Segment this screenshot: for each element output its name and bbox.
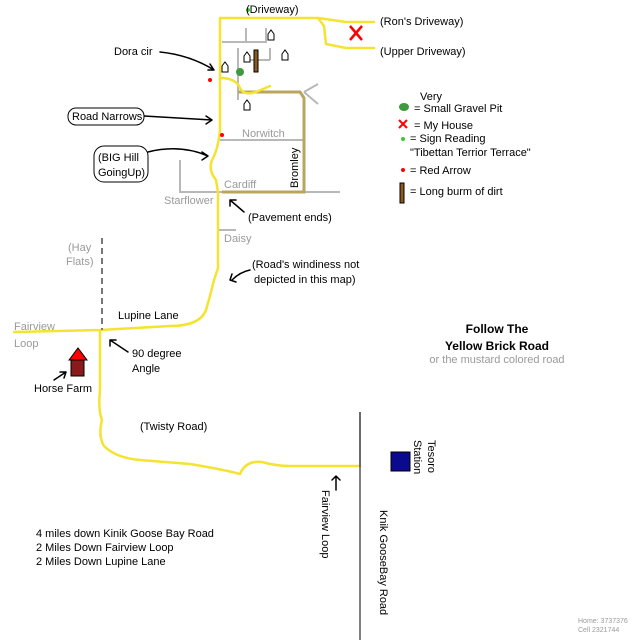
callout-arrows xyxy=(53,51,341,491)
legend-burm: = Long burm of dirt xyxy=(410,186,503,198)
label-dora-cir: Dora cir xyxy=(114,46,153,58)
label-windiness-1: (Road's windiness not xyxy=(252,259,359,271)
driveway-road xyxy=(218,16,376,50)
dora-cir-loop xyxy=(218,76,272,95)
yellow-brick-road xyxy=(12,16,376,476)
main-yellow-road xyxy=(12,16,222,334)
label-norwitch: Norwitch xyxy=(242,128,285,140)
big-hill-bubble xyxy=(93,145,149,183)
footer-home: Home: 3737376 xyxy=(578,618,628,625)
legend-very: Very xyxy=(420,91,443,103)
arrow-fairview-loop xyxy=(331,475,341,491)
arrow-pavement-ends xyxy=(229,199,245,213)
arrow-dora-cir xyxy=(159,51,215,71)
label-tesoro-2: Station xyxy=(411,440,423,474)
label-fairview-1: Fairview xyxy=(14,321,55,333)
label-daisy: Daisy xyxy=(224,233,252,245)
rons-driveway-road xyxy=(316,16,376,24)
arrow-90-degree xyxy=(109,339,129,353)
arrow-big-hill xyxy=(147,148,209,161)
footer-cell: Cell 2321744 xyxy=(578,627,619,634)
road-upper-right xyxy=(303,83,319,105)
legend-burm-icon xyxy=(399,182,405,204)
legend-gravel-pit-icon xyxy=(399,103,409,111)
label-90-degree-1: 90 degree xyxy=(132,348,182,360)
twisty-road xyxy=(98,330,362,476)
direction-1: 4 miles down Kinik Goose Bay Road xyxy=(36,528,214,540)
map-labels: (Driveway) (Ron's Driveway) (Upper Drive… xyxy=(14,4,466,615)
legend-sign-icon xyxy=(401,137,405,141)
label-upper-driveway: (Upper Driveway) xyxy=(380,46,466,58)
legend-sign-2: "Tibettan Terrior Terrace" xyxy=(410,147,531,159)
label-fairview-2: Loop xyxy=(14,338,38,350)
horse-farm-icon xyxy=(68,347,88,377)
house-icon xyxy=(221,29,289,111)
label-windiness-2: depicted in this map) xyxy=(254,274,356,286)
label-pavement-ends: (Pavement ends) xyxy=(248,212,332,224)
label-big-hill-1: (BIG Hill xyxy=(98,152,139,164)
label-road-narrows: Road Narrows xyxy=(72,111,143,123)
red-arrow-marker-2 xyxy=(220,133,224,137)
sign-marker xyxy=(246,8,250,12)
road-starflower xyxy=(179,160,340,193)
burm-marker xyxy=(253,49,259,73)
label-lupine-lane: Lupine Lane xyxy=(118,310,179,322)
label-fairview-loop-vertical: Fairview Loop xyxy=(319,490,331,558)
directions: 4 miles down Kinik Goose Bay Road 2 Mile… xyxy=(36,528,214,568)
my-house-x-icon xyxy=(349,25,363,41)
legend-sign-1: = Sign Reading xyxy=(410,133,486,145)
legend-my-house-icon xyxy=(398,119,408,129)
direction-2: 2 Miles Down Fairview Loop xyxy=(36,542,174,554)
label-big-hill-2: GoingUp) xyxy=(98,167,145,179)
tesoro-station-icon xyxy=(390,451,411,472)
legend-my-house: = My House xyxy=(414,120,473,132)
road-upper-left xyxy=(222,28,247,43)
label-knik-goose-bay: Knik GooseBay Road xyxy=(377,510,389,615)
label-twisty-road: (Twisty Road) xyxy=(140,421,207,433)
label-hay-flats-2: Flats) xyxy=(66,256,94,268)
title-line-2: Yellow Brick Road xyxy=(445,339,549,353)
label-driveway: (Driveway) xyxy=(246,4,299,16)
legend-red-arrow: = Red Arrow xyxy=(410,165,471,177)
title-subtitle: or the mustard colored road xyxy=(429,354,564,366)
label-horse-farm: Horse Farm xyxy=(34,383,92,395)
title-line-1: Follow The xyxy=(466,322,529,336)
legend: Very = Small Gravel Pit = My House = Sig… xyxy=(398,91,531,204)
label-hay-flats-1: (Hay xyxy=(68,242,92,254)
label-90-degree-2: Angle xyxy=(132,363,160,375)
label-rons-driveway: (Ron's Driveway) xyxy=(380,16,463,28)
mustard-road xyxy=(222,90,306,194)
arrow-horse-farm xyxy=(53,371,67,381)
label-starflower: Starflower xyxy=(164,195,214,207)
label-tesoro-1: Tesoro xyxy=(425,440,437,473)
label-bromley: Bromley xyxy=(289,147,301,188)
legend-gravel-pit: = Small Gravel Pit xyxy=(414,103,502,115)
arrow-road-narrows xyxy=(143,115,213,125)
road-narrows-bubble xyxy=(67,107,145,126)
markers xyxy=(68,8,411,472)
gravel-pit-marker xyxy=(236,68,244,76)
red-arrow-marker-1 xyxy=(208,78,212,82)
map-title: Follow The Yellow Brick Road or the must… xyxy=(429,322,564,366)
label-cardiff: Cardiff xyxy=(224,179,257,191)
direction-3: 2 Miles Down Lupine Lane xyxy=(36,556,166,568)
legend-red-arrow-icon xyxy=(401,168,405,172)
arrow-windiness xyxy=(229,269,251,283)
